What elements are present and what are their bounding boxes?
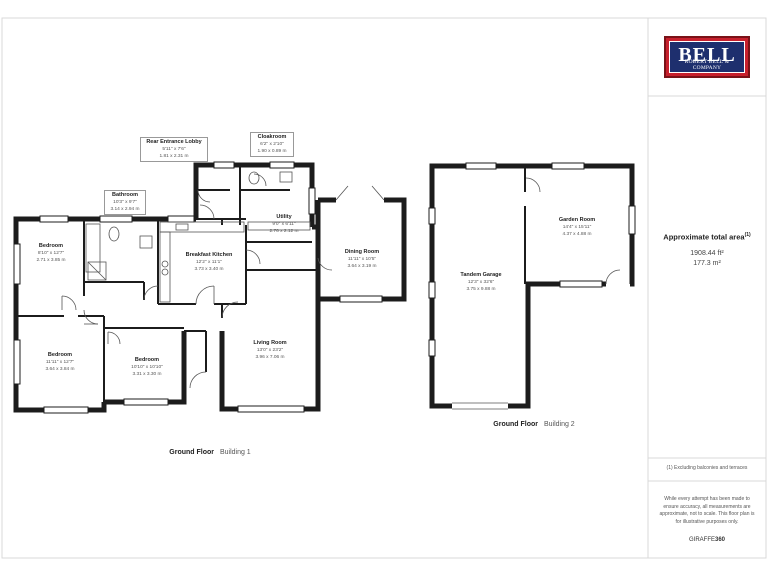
room-name: Tandem Garage	[460, 272, 502, 278]
room-imperial: 11'11" x 12'7"	[45, 360, 75, 365]
room-metric: 3.73 x 3.40 m	[194, 267, 224, 272]
room-metric: 3.64 x 3.19 m	[347, 264, 377, 269]
room-imperial: 9'0" x 6'11"	[272, 222, 296, 227]
room-label-garage: Tandem Garage 12'3" x 32'6" 3.75 x 9.88 m	[441, 272, 521, 293]
building-1-name: Building 1	[219, 449, 251, 456]
area-sqm: 177.3 m²	[693, 259, 721, 267]
room-label-bedroom1: Bedroom 8'10" x 12'7" 2.71 x 3.85 m	[11, 243, 91, 264]
room-name: Living Room	[253, 340, 287, 346]
area-heading-sup: (1)	[744, 232, 751, 238]
area-heading: Approximate total area(1)	[650, 232, 764, 242]
room-name: Garden Room	[558, 217, 596, 223]
building-1-fixtures	[85, 171, 311, 303]
logo-subtitle: ROBERT BELL & COMPANY	[684, 59, 730, 71]
room-label-breakfast-kitchen: Breakfast Kitchen 12'2" x 11'1" 3.73 x 3.4…	[169, 252, 249, 273]
room-metric: 3.96 x 7.06 m	[255, 355, 285, 360]
building-1-inner-walls	[16, 165, 318, 402]
room-metric: 3.64 x 3.84 m	[45, 367, 75, 372]
room-name: Dining Room	[344, 249, 380, 255]
room-name: Cloakroom	[257, 134, 287, 140]
room-imperial: 12'3" x 32'6"	[467, 280, 495, 285]
sheet-border	[1, 17, 767, 559]
building-2-windows	[428, 162, 636, 357]
building-2-floor: Ground Floor	[493, 421, 538, 428]
room-imperial: 6'2" x 2'10"	[260, 142, 284, 147]
room-imperial: 10'10" x 10'10"	[131, 365, 163, 370]
room-label-utility: Utility 9'0" x 6'11" 2.76 x 2.12 m	[244, 214, 324, 235]
logo-inner: BELL ROBERT BELL & COMPANY	[669, 41, 745, 73]
room-imperial: 10'3" x 9'7"	[113, 200, 137, 205]
room-label-rear-lobby: Rear Entrance Lobby 5'11" x 7'6" 1.81 x 2.…	[140, 137, 208, 162]
room-imperial: 14'4" x 15'11"	[562, 225, 592, 230]
room-label-bathroom: Bathroom 10'3" x 9'7" 3.14 x 2.94 m	[104, 190, 146, 215]
footnote: (1) Excluding balconies and terraces	[666, 465, 748, 471]
area-sqft: 1908.44 ft²	[690, 249, 724, 257]
room-imperial: 8'10" x 12'7"	[37, 251, 65, 256]
building-2-caption: Ground Floor Building 2	[474, 421, 594, 428]
room-imperial: 12'2" x 11'1"	[196, 260, 222, 265]
room-name: Bedroom	[47, 352, 73, 358]
room-metric: 1.90 x 0.89 m	[257, 149, 287, 154]
room-metric: 3.14 x 2.94 m	[110, 207, 140, 212]
room-label-bedroom2: Bedroom 11'11" x 12'7" 3.64 x 3.84 m	[20, 352, 100, 373]
building-1-floor: Ground Floor	[169, 449, 214, 456]
building-1-caption: Ground Floor Building 1	[150, 449, 270, 456]
room-metric: 4.37 x 4.88 m	[562, 232, 592, 237]
room-label-bedroom3: Bedroom 10'10" x 10'10" 3.31 x 3.30 m	[107, 357, 187, 378]
room-metric: 2.76 x 2.12 m	[269, 229, 299, 234]
room-name: Bedroom	[134, 357, 160, 363]
building-1-doors	[61, 173, 385, 389]
logo-word: BELL	[678, 44, 736, 66]
area-heading-text: Approximate total area	[663, 232, 745, 242]
building-1-plan	[13, 161, 407, 414]
room-metric: 2.71 x 3.85 m	[36, 258, 66, 263]
room-label-dining-room: Dining Room 11'11" x 10'5" 3.64 x 3.19 m	[322, 249, 402, 270]
building-2-plan	[428, 162, 636, 410]
building-2-name: Building 2	[543, 421, 575, 428]
provider-suffix: 360	[715, 537, 726, 543]
room-name: Breakfast Kitchen	[185, 252, 233, 258]
room-name: Bedroom	[38, 243, 64, 249]
provider-prefix: GIRAFFE	[688, 537, 715, 543]
room-name: Bathroom	[112, 192, 138, 198]
room-metric: 3.75 x 9.88 m	[466, 287, 496, 292]
room-metric: 1.81 x 2.31 m	[159, 154, 189, 159]
room-name: Rear Entrance Lobby	[146, 139, 202, 145]
building-2-doors	[452, 177, 621, 410]
room-label-cloakroom: Cloakroom 6'2" x 2'10" 1.90 x 0.89 m	[250, 132, 294, 157]
disclaimer: While every attempt has been made to ens…	[659, 496, 755, 525]
room-label-garden-room: Garden Room 14'4" x 15'11" 4.37 x 4.88 m	[537, 217, 617, 238]
room-imperial: 13'0" x 23'2"	[256, 348, 284, 353]
room-metric: 3.31 x 3.30 m	[132, 372, 162, 377]
bell-logo: BELL ROBERT BELL & COMPANY	[664, 36, 750, 78]
provider-mark: GIRAFFE360	[650, 537, 764, 543]
area-summary: Approximate total area(1) 1908.44 ft² 17…	[650, 232, 764, 267]
room-imperial: 5'11" x 7'6"	[162, 147, 186, 152]
room-imperial: 11'11" x 10'5"	[347, 257, 377, 262]
building-1-windows	[13, 161, 383, 414]
room-name: Utility	[276, 214, 292, 220]
room-label-living-room: Living Room 13'0" x 23'2" 3.96 x 7.06 m	[230, 340, 310, 361]
